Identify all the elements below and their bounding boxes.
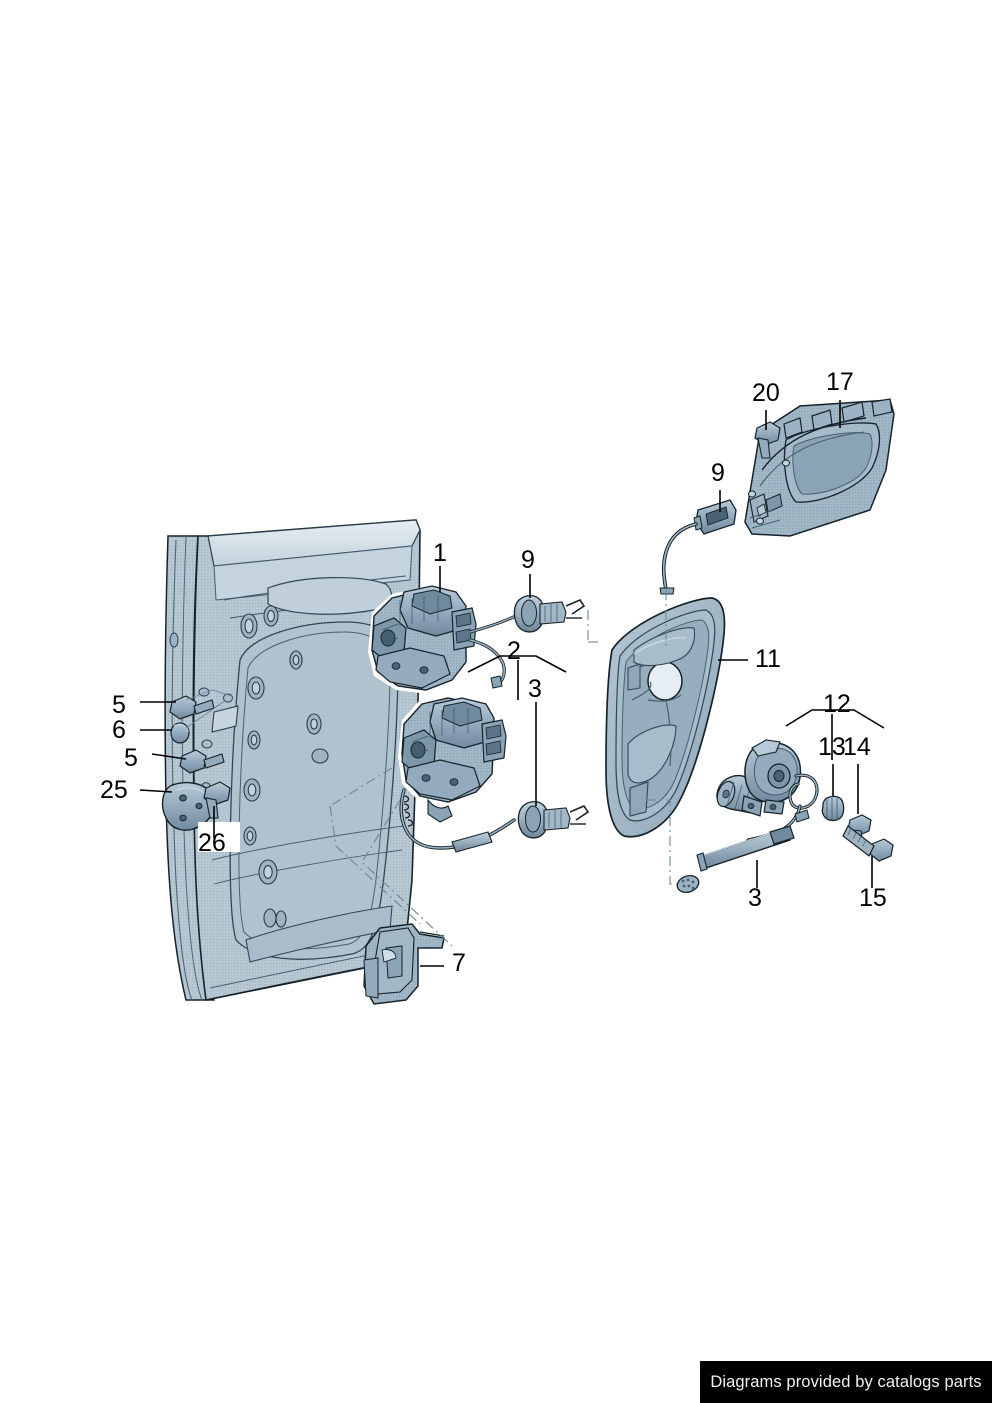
callout-1: 1 <box>433 539 447 567</box>
door-panel-assembly <box>164 519 421 1001</box>
callout-11: 11 <box>755 645 781 673</box>
callout-5-upper: 5 <box>112 691 126 719</box>
part-12-window-regulator-motor <box>716 739 819 842</box>
callout-9-upper: 9 <box>521 546 535 574</box>
cable-lower <box>399 788 516 853</box>
watermark-banner: Diagrams provided by catalogs parts <box>700 1361 992 1403</box>
part-11-door-seal <box>605 597 726 838</box>
part-3-grommet-lower <box>517 800 590 839</box>
part-9-grommet-upper <box>513 594 586 633</box>
callout-2: 2 <box>507 637 521 665</box>
callout-5-lower: 5 <box>124 744 138 772</box>
part-17-handle-carrier <box>744 398 895 537</box>
callout-3-lower: 3 <box>748 884 762 912</box>
part-1-door-lock-upper <box>368 585 477 694</box>
callout-20: 20 <box>752 379 780 407</box>
assembly-dash-lines-left <box>329 767 453 947</box>
hardware-group-left <box>139 689 240 852</box>
callout-14: 14 <box>843 733 871 761</box>
callout-3-upper: 3 <box>528 675 542 703</box>
part-9-connector-right <box>659 499 737 595</box>
leader-lines-right <box>420 400 885 967</box>
part-3-cable-tube-right <box>676 825 795 893</box>
callout-17: 17 <box>826 368 854 396</box>
callout-6: 6 <box>112 716 126 744</box>
callout-15: 15 <box>859 884 887 912</box>
part-15-long-bolt <box>842 825 894 862</box>
leader-lines-left <box>139 701 215 838</box>
callout-25: 25 <box>100 776 128 804</box>
part-5-bolt-upper <box>169 695 215 720</box>
callout-12: 12 <box>823 690 851 718</box>
part-5-bolt-lower <box>179 749 225 774</box>
watermark-text: Diagrams provided by catalogs parts <box>710 1372 982 1391</box>
part-13-spacer <box>821 795 845 822</box>
callout-26: 26 <box>198 829 226 857</box>
part-2-door-lock-lower <box>398 694 507 823</box>
part-26-bolt <box>203 781 231 819</box>
part-7-bracket <box>363 923 445 1005</box>
callout-7: 7 <box>452 949 466 977</box>
callout-13: 13 <box>818 733 846 761</box>
part-6-plug <box>170 722 190 744</box>
callout-9-right: 9 <box>711 459 725 487</box>
part-20-bolt <box>754 421 781 459</box>
